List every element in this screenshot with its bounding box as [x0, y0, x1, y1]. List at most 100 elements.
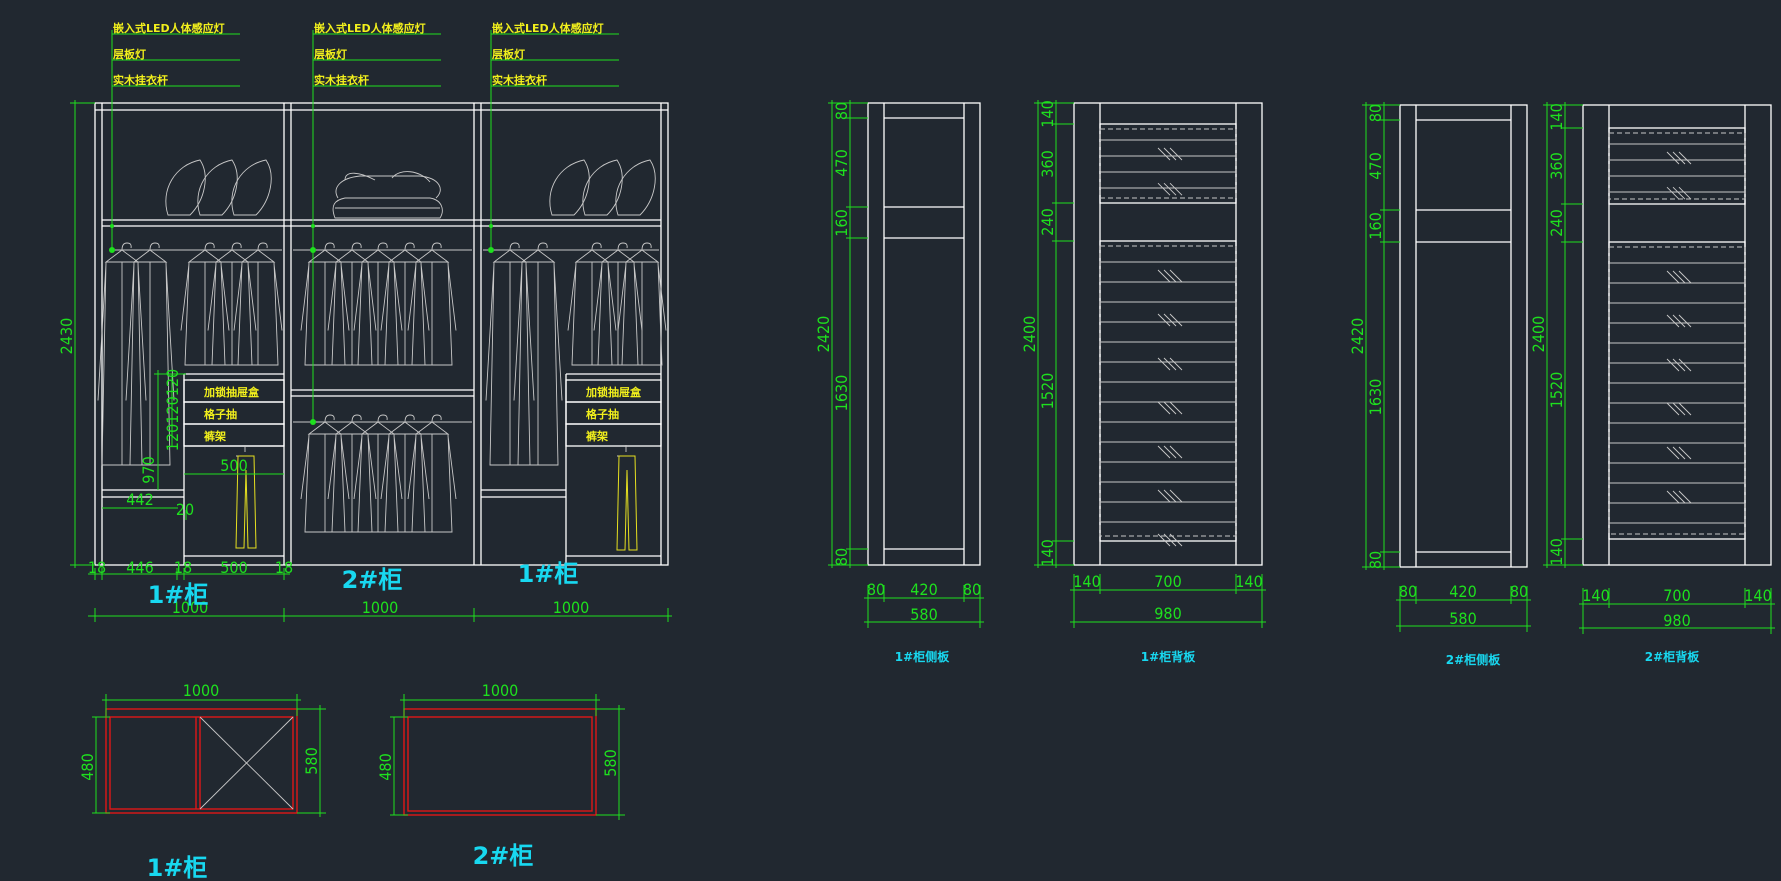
dim-side2-total: 2420	[1348, 318, 1367, 355]
callout-rod-3: 实木挂衣杆	[492, 73, 547, 87]
callout-lamp-1: 层板灯	[112, 47, 146, 61]
dim-side2-w1: 80	[1399, 582, 1417, 601]
drawer-label-lock-box-cab1: 加锁抽屉盒	[203, 385, 260, 399]
dim-side2-h3: 160	[1366, 212, 1385, 239]
dim-side2-h5: 80	[1366, 551, 1385, 569]
glass-hatch	[1666, 314, 1692, 328]
glass-hatch	[1157, 182, 1183, 196]
dim-side2-w3: 80	[1510, 582, 1528, 601]
hanging-garments	[97, 242, 667, 533]
dim-bottom-18c: 18	[275, 558, 293, 577]
pillows-cab3	[549, 159, 656, 216]
dim-970: 970	[139, 456, 158, 483]
callout-leaders	[109, 30, 619, 425]
plan-cab1: 1000 480 580 1#柜	[78, 681, 326, 881]
dim-door1-w1: 140	[1073, 572, 1100, 591]
callout-led-3: 嵌入式LED人体感应灯	[492, 21, 604, 35]
dim-side2-h4: 1630	[1366, 379, 1385, 416]
front-elevation: 加锁抽屉盒 格子抽 裤架 加锁抽屉盒 格子抽 裤架 嵌	[57, 21, 672, 622]
garment	[407, 414, 457, 533]
pillows-cab1	[165, 159, 272, 216]
title-cab3-front: 1#柜	[518, 560, 579, 588]
dim-door2-total-w: 980	[1663, 611, 1690, 630]
garment	[327, 414, 377, 533]
callout-rod-1: 实木挂衣杆	[113, 73, 168, 87]
dim-door2-w1: 140	[1582, 586, 1609, 605]
dim-side2-total-w: 580	[1449, 609, 1476, 628]
dim-drawer-stack: 120120120	[163, 369, 182, 451]
dim-side1-h4: 1630	[832, 375, 851, 412]
dim-side2-h2: 470	[1366, 152, 1385, 179]
callout-rod-2: 实木挂衣杆	[314, 73, 369, 87]
title-cab2-front: 2#柜	[342, 566, 403, 594]
garment	[300, 242, 350, 366]
door1-slats	[1100, 139, 1236, 547]
dim-bottom-446: 446	[126, 558, 153, 577]
side-panel-cab2: 2420 80 470 160 1630 80 80 420 80 580 2#…	[1348, 102, 1531, 667]
callout-lamp-3: 层板灯	[491, 47, 525, 61]
callout-led-2: 嵌入式LED人体感应灯	[314, 21, 426, 35]
dim-door1-h3: 240	[1038, 208, 1057, 235]
glass-hatch	[1157, 489, 1183, 503]
garment	[513, 242, 563, 466]
glass-hatch	[1157, 147, 1183, 161]
dim-door2-total: 2400	[1529, 316, 1548, 353]
dim-side1-w3: 80	[963, 580, 981, 599]
dim-door1-total: 2400	[1020, 316, 1039, 353]
garment	[207, 242, 257, 366]
dim-door2-h3: 240	[1547, 209, 1566, 236]
dim-bottom-18b: 18	[174, 558, 192, 577]
dim-plan1-depth-in: 480	[78, 753, 97, 780]
glass-hatch	[1157, 269, 1183, 283]
door-panel-cab1: 2400 140 360 240 1520 140 140 700 140 98…	[1020, 100, 1266, 664]
glass-hatch	[1157, 401, 1183, 415]
glass-hatch	[1157, 445, 1183, 459]
glass-hatch	[1666, 358, 1692, 372]
dim-front-width-2: 1000	[362, 598, 399, 617]
glass-hatch	[1666, 151, 1692, 165]
pants-hanger-cab1	[235, 445, 257, 549]
glass-hatch	[1157, 533, 1183, 547]
pants-hanger-cab3	[616, 445, 638, 551]
dim-plan1-depth-out: 580	[302, 747, 321, 774]
drawer-label-pants-cab1: 裤架	[203, 429, 226, 443]
dim-20: 20	[176, 500, 194, 519]
door-panel-cab2: 2400 140 360 240 1520 140 140 700 140 98…	[1529, 102, 1775, 664]
dim-door2-h5: 140	[1547, 538, 1566, 565]
dim-500: 500	[220, 456, 247, 475]
title-cab1-side: 1#柜侧板	[895, 649, 950, 664]
dim-bottom-18a: 18	[88, 558, 106, 577]
drawer-label-lock-box-cab3: 加锁抽屉盒	[585, 385, 642, 399]
dim-side1-total: 2420	[814, 316, 833, 353]
dim-side1-h3: 160	[832, 209, 851, 236]
dim-plan2-depth-out: 580	[601, 749, 620, 776]
glass-hatch	[1666, 270, 1692, 284]
garment	[407, 242, 457, 366]
dim-plan1-width: 1000	[183, 681, 220, 700]
garment	[593, 242, 643, 366]
title-plan-cab1: 1#柜	[147, 854, 208, 881]
dim-door2-h4: 1520	[1547, 372, 1566, 409]
dim-plan2-depth-in: 480	[376, 753, 395, 780]
title-cab2-door: 2#柜背板	[1645, 649, 1700, 664]
dim-door1-h2: 360	[1038, 150, 1057, 177]
callout-led-1: 嵌入式LED人体感应灯	[113, 21, 225, 35]
drawer-label-grid-cab3: 格子抽	[586, 407, 619, 421]
dim-side1-w1: 80	[867, 580, 885, 599]
dim-side1-h1: 80	[832, 102, 851, 120]
garment	[327, 242, 377, 366]
garment	[125, 242, 175, 466]
glass-hatch	[1666, 446, 1692, 460]
dim-plan2-width: 1000	[482, 681, 519, 700]
garment	[485, 242, 535, 466]
dim-door1-w3: 140	[1235, 572, 1262, 591]
dim-side1-h2: 470	[832, 149, 851, 176]
dim-door2-h2: 360	[1547, 152, 1566, 179]
garment	[380, 242, 430, 366]
garment	[353, 414, 403, 533]
dim-door2-w3: 140	[1744, 586, 1771, 605]
side-panel-cab1: 2420 80 470 160 1630 80 80 420 80 580 1#…	[814, 100, 984, 664]
glass-hatch	[1157, 357, 1183, 371]
title-cab1-door: 1#柜背板	[1141, 649, 1196, 664]
